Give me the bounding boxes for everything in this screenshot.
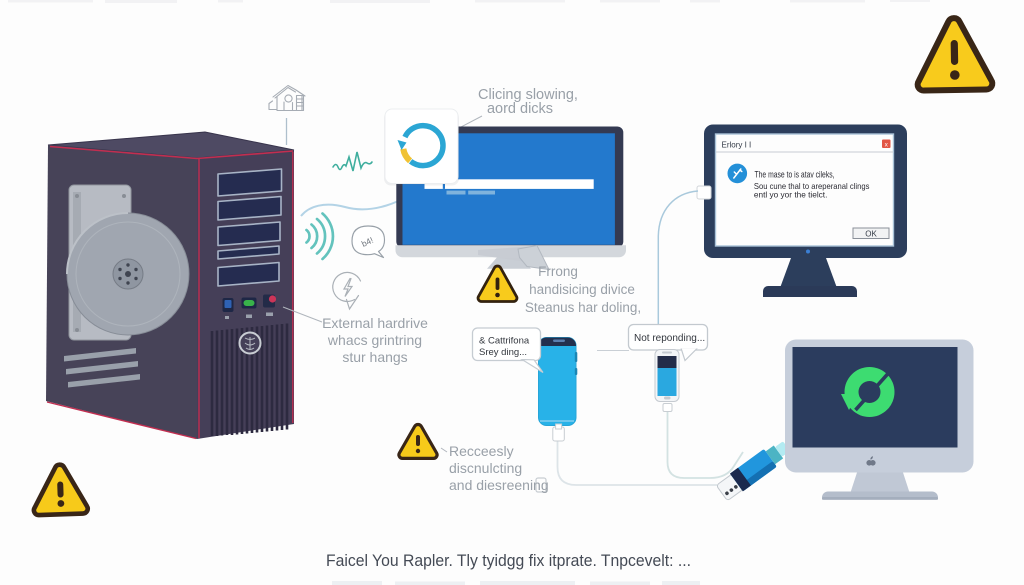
svg-text:Recceesly: Recceesly <box>449 443 514 459</box>
svg-text:b4!: b4! <box>360 235 375 249</box>
svg-text:Frrong: Frrong <box>538 264 578 279</box>
svg-text:and diesreening: and diesreening <box>449 477 549 493</box>
svg-text:whacs grintring: whacs grintring <box>327 332 422 348</box>
svg-text:Erlory I I: Erlory I I <box>722 141 752 150</box>
svg-text:x: x <box>885 141 889 148</box>
svg-text:stur hangs: stur hangs <box>342 349 407 365</box>
svg-text:entl yo yor the tielct.: entl yo yor the tielct. <box>754 190 828 200</box>
svg-text:Faicel You Rapler. Tly tyidgg: Faicel You Rapler. Tly tyidgg fix itprat… <box>326 551 691 570</box>
svg-text:Srey ding...: Srey ding... <box>479 347 527 358</box>
svg-text:handisicing divice: handisicing divice <box>529 282 635 297</box>
svg-text:Sou cune thal to areperanal cl: Sou cune thal to areperanal clings <box>754 181 870 191</box>
svg-text:Clicing slowing,: Clicing slowing, <box>478 87 578 103</box>
svg-text:External hardrive: External hardrive <box>322 315 428 331</box>
svg-text:discnulcting: discnulcting <box>449 460 522 476</box>
svg-text:Not reponding...: Not reponding... <box>634 333 705 344</box>
svg-text:OK: OK <box>865 229 877 238</box>
svg-text:& Cattrifona: & Cattrifona <box>479 336 530 347</box>
svg-text:aord dicks: aord dicks <box>487 101 553 117</box>
svg-text:The mase to is atav cileks,: The mase to is atav cileks, <box>755 170 835 181</box>
svg-text:Steanus har doling,: Steanus har doling, <box>525 300 641 315</box>
